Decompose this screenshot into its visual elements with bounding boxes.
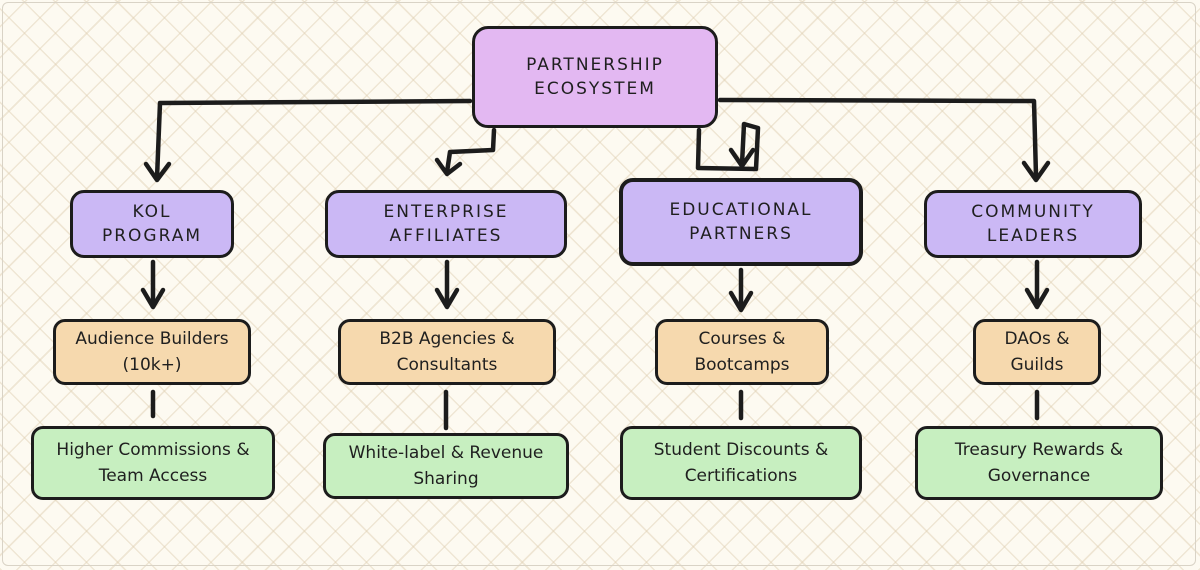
arrowhead-daos: [1024, 287, 1050, 310]
connector-root-enterprise: [444, 127, 497, 175]
arrowhead-b2b: [434, 287, 460, 310]
kol-program-node: KOL PROGRAM: [70, 190, 234, 258]
audience-builders-label: Audience Builders (10k+): [75, 329, 229, 375]
higher-commissions-node: Higher Commissions & Team Access: [31, 426, 275, 500]
enterprise-affiliates-label: ENTERPRISE AFFILIATES: [383, 202, 509, 246]
educational-partners-label: EDUCATIONAL PARTNERS: [669, 200, 813, 244]
enterprise-affiliates-node: ENTERPRISE AFFILIATES: [325, 190, 567, 258]
partnership-ecosystem-node: PARTNERSHIP ECOSYSTEM: [472, 26, 718, 128]
daos-guilds-label: DAOs & Guilds: [1004, 329, 1070, 375]
b2b-agencies-label: B2B Agencies & Consultants: [379, 329, 515, 375]
arrowhead-community: [1021, 160, 1051, 183]
daos-guilds-node: DAOs & Guilds: [973, 319, 1101, 385]
arrowhead-courses: [728, 290, 754, 313]
courses-bootcamps-label: Courses & Bootcamps: [694, 329, 790, 375]
white-label-node: White-label & Revenue Sharing: [323, 433, 569, 499]
connector-root-kol: [154, 98, 473, 181]
higher-commissions-label: Higher Commissions & Team Access: [56, 440, 250, 486]
student-discounts-label: Student Discounts & Certifications: [653, 440, 829, 486]
audience-builders-node: Audience Builders (10k+): [53, 319, 251, 385]
arrowhead-audience: [140, 287, 166, 310]
student-discounts-node: Student Discounts & Certifications: [620, 426, 862, 500]
kol-program-label: KOL PROGRAM: [101, 202, 203, 246]
community-leaders-label: COMMUNITY LEADERS: [971, 202, 1095, 246]
connector-root-educational: [695, 121, 761, 172]
b2b-agencies-node: B2B Agencies & Consultants: [338, 319, 556, 385]
arrowhead-enterprise: [434, 157, 463, 177]
treasury-rewards-label: Treasury Rewards & Governance: [954, 440, 1124, 486]
educational-partners-node: EDUCATIONAL PARTNERS: [619, 178, 863, 266]
community-leaders-node: COMMUNITY LEADERS: [924, 190, 1142, 258]
arrowhead-kol: [143, 161, 172, 183]
arrowhead-educational: [728, 147, 756, 169]
white-label-label: White-label & Revenue Sharing: [348, 443, 544, 489]
connector-root-community: [717, 97, 1039, 179]
partnership-ecosystem-label: PARTNERSHIP ECOSYSTEM: [526, 55, 664, 99]
treasury-rewards-node: Treasury Rewards & Governance: [915, 426, 1163, 500]
courses-bootcamps-node: Courses & Bootcamps: [655, 319, 829, 385]
